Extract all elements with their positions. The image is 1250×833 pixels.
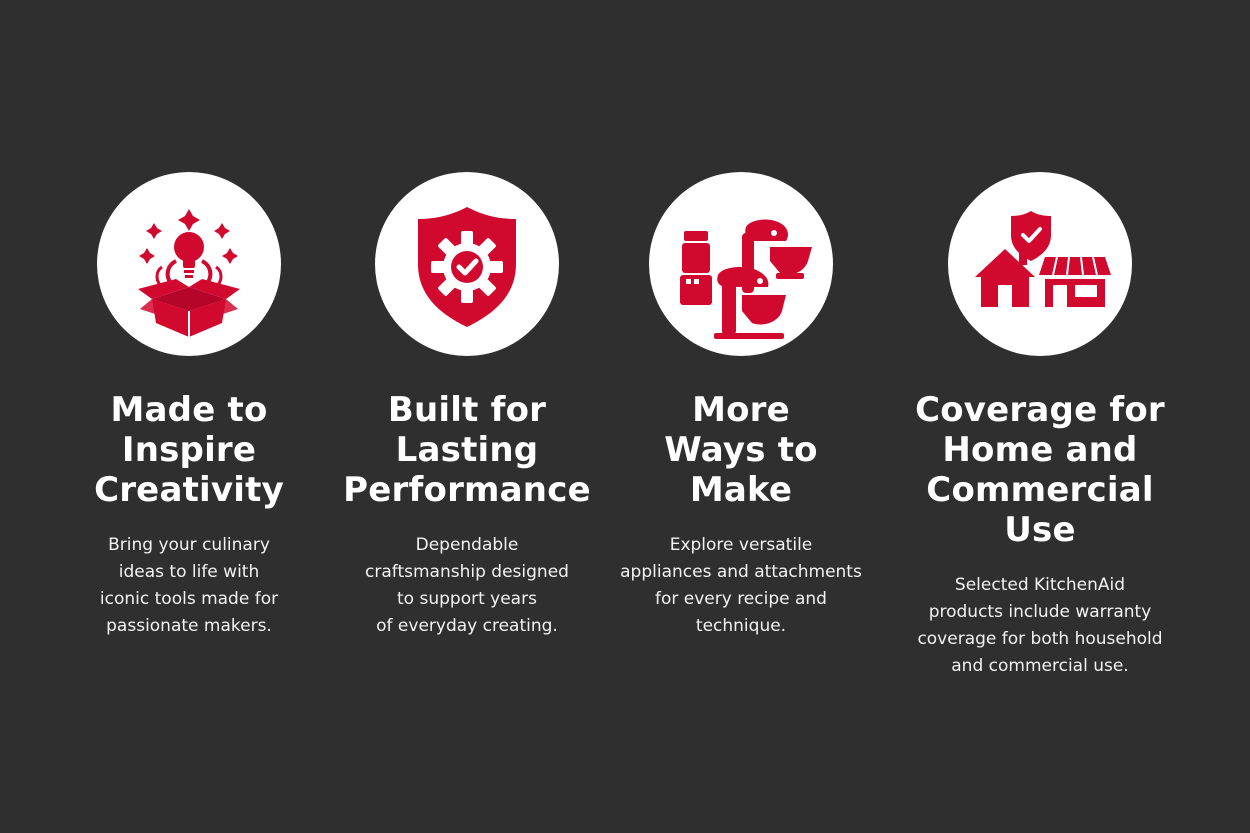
icon-circle [97,172,281,356]
feature-title: Made to Inspire Creativity [94,390,284,510]
feature-home-commercial-coverage: Coverage for Home and Commercial Use Sel… [895,172,1185,680]
feature-title: Coverage for Home and Commercial Use [915,390,1165,550]
icon-circle [948,172,1132,356]
icon-circle [375,172,559,356]
shield-gear-check-icon [418,207,516,327]
idea-box-icon [138,209,240,337]
feature-title: More Ways to Make [664,390,818,510]
home-store-shield-icon [975,211,1111,307]
feature-description: Dependable craftsmanship designed to sup… [365,535,569,636]
icon-circle [649,172,833,356]
feature-description: Explore versatile appliances and attachm… [620,535,862,636]
feature-inspire-creativity: Made to Inspire Creativity Bring your cu… [44,172,334,640]
kitchen-appliances-icon [680,219,812,339]
feature-lasting-performance: Built for Lasting Performance Dependable… [322,172,612,640]
feature-title: Built for Lasting Performance [343,390,591,510]
feature-description: Selected KitchenAid products include war… [917,575,1163,676]
feature-more-ways-to-make: More Ways to Make Explore versatile appl… [596,172,886,640]
feature-description: Bring your culinary ideas to life with i… [99,535,279,636]
